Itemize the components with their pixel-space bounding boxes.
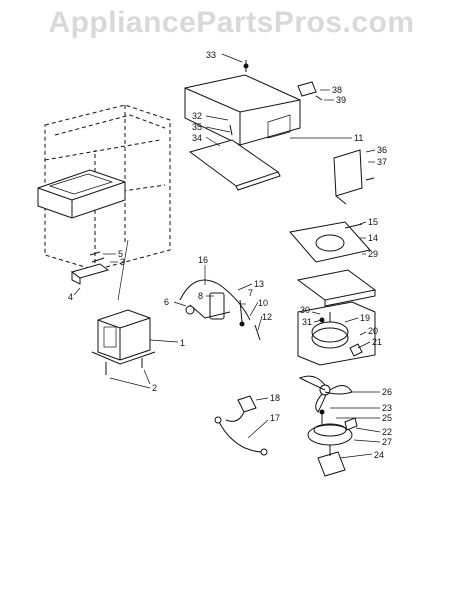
callout-label: 21: [372, 337, 382, 347]
callout-label: 19: [360, 313, 370, 323]
motor-clip: [349, 343, 363, 357]
callout-label: 24: [374, 450, 384, 460]
callout-label: 13: [254, 279, 264, 289]
callout-label: 30: [300, 305, 310, 315]
screw: [344, 223, 363, 229]
callout-label: 17: [270, 413, 280, 423]
callout-label: 23: [382, 403, 392, 413]
callout-label: 31: [302, 317, 312, 327]
callout-label: 33: [206, 50, 216, 60]
callout-labels: 33 38 39 32 35 34 11 36 37 15 14 29 16 1…: [68, 50, 392, 460]
callout-label: 12: [262, 312, 272, 322]
callout-label: 1: [180, 338, 185, 348]
callout-label: 3: [120, 257, 125, 267]
wire-harness: [214, 395, 268, 456]
fan-blade: [298, 375, 353, 413]
callout-label: 32: [192, 111, 202, 121]
clip: [297, 81, 323, 101]
callout-label: 5: [118, 249, 123, 259]
callout-label: 38: [332, 85, 342, 95]
screw: [243, 60, 249, 72]
transformer: [91, 309, 156, 375]
callout-label: 16: [198, 255, 208, 265]
fan-motor-box: [297, 301, 376, 366]
terminal-block: [70, 251, 110, 285]
capacitor-assembly: [179, 279, 261, 341]
callout-label: 26: [382, 387, 392, 397]
callout-label: 37: [377, 157, 387, 167]
callout-label: 15: [368, 217, 378, 227]
callout-label: 6: [164, 297, 169, 307]
leader-line: [117, 239, 129, 301]
callout-label: 8: [198, 291, 203, 301]
callout-label: 20: [368, 326, 378, 336]
control-board: [37, 169, 126, 219]
fan-shroud-plate: [289, 221, 377, 307]
callout-label: 7: [248, 288, 253, 298]
watermark: AppliancePartsPros.com: [48, 6, 415, 39]
lower-motor-mount: [307, 409, 358, 477]
callout-label: 35: [192, 122, 202, 132]
callout-label: 34: [192, 133, 202, 143]
callout-label: 27: [382, 437, 392, 447]
leader-lines: [73, 53, 381, 459]
callout-label: 39: [336, 95, 346, 105]
callout-label: 36: [377, 145, 387, 155]
callout-label: 29: [368, 249, 378, 259]
callout-label: 4: [68, 292, 73, 302]
callout-label: 10: [258, 298, 268, 308]
callout-label: 11: [354, 133, 363, 143]
callout-label: 22: [382, 427, 392, 437]
callout-label: 25: [382, 413, 392, 423]
bracket: [333, 149, 375, 205]
callout-label: 2: [152, 383, 157, 393]
callout-label: 14: [368, 233, 378, 243]
duct-housing: [184, 74, 301, 191]
callout-label: 18: [270, 393, 280, 403]
